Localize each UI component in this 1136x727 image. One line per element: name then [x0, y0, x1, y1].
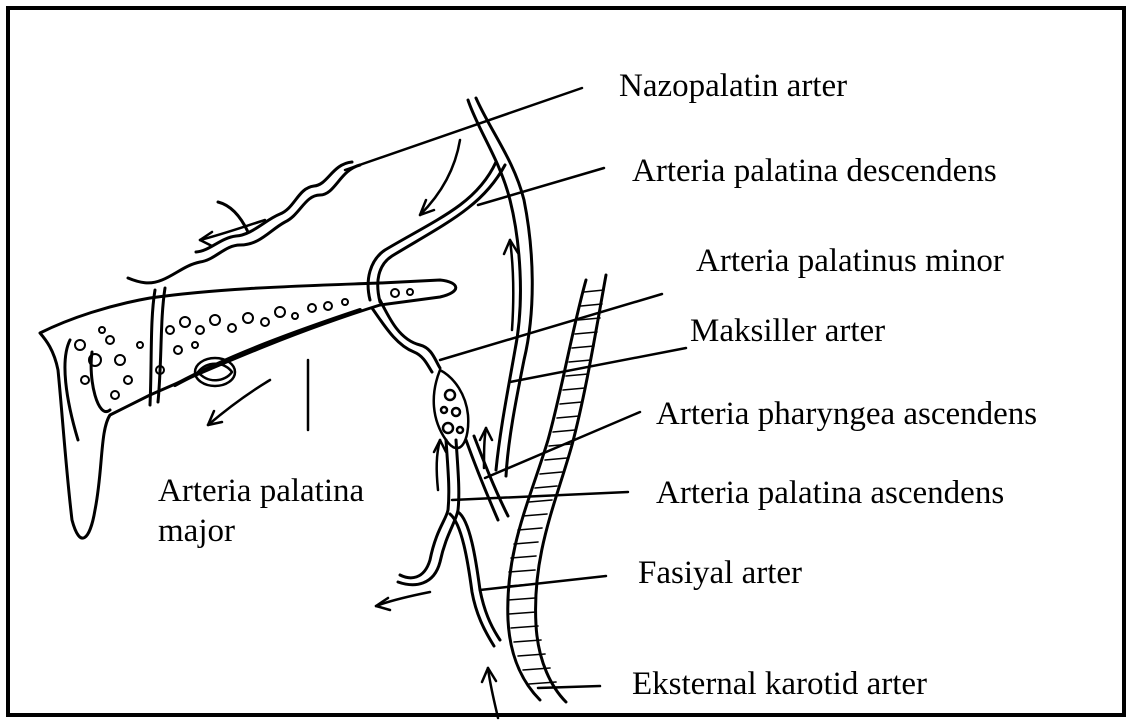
palatina-ascendens-artery: [398, 440, 500, 646]
label-arteria-palatina-major-line1: Arteria palatina: [158, 472, 364, 512]
label-arteria-palatina-ascendens: Arteria palatina ascendens: [656, 477, 1004, 510]
label-arteria-palatina-major: Arteria palatina major: [158, 472, 364, 551]
arrow-nasal-down: [420, 140, 460, 215]
leader-nazopalatin: [345, 88, 582, 170]
label-maksiller-arter: Maksiller arter: [690, 315, 885, 348]
leader-eksternal-karotid: [538, 686, 600, 688]
bone-texture: [75, 289, 413, 399]
leader-palatina-ascendens: [452, 492, 628, 500]
pterygoid-plexus: [434, 370, 469, 448]
flow-arrows: [200, 140, 518, 718]
label-eksternal-karotid-arter: Eksternal karotid arter: [632, 668, 927, 701]
nasal-vessel-loop: [468, 98, 532, 476]
label-fasiyal-arter: Fasiyal arter: [638, 557, 802, 590]
nazopalatin-artery: [128, 162, 360, 283]
label-arteria-palatina-descendens: Arteria palatina descendens: [632, 155, 997, 188]
arrow-up-vessel: [510, 240, 513, 330]
leader-palatinus-minor: [440, 294, 662, 360]
palatina-major-artery: [150, 288, 165, 405]
label-arteria-palatina-major-line2: major: [158, 512, 364, 552]
leader-fasiyal: [480, 576, 606, 590]
label-arteria-palatinus-minor: Arteria palatinus minor: [696, 245, 1004, 278]
label-nazopalatin-arter: Nazopalatin arter: [619, 70, 847, 103]
leader-palatina-descendens: [478, 168, 604, 205]
leader-maksiller: [510, 348, 686, 382]
maksiller-artery: [372, 300, 440, 372]
eksternal-karotid-artery: [508, 275, 606, 702]
arrow-fasiyal: [376, 592, 430, 606]
label-arteria-pharyngea-ascendens: Arteria pharyngea ascendens: [656, 398, 1037, 431]
